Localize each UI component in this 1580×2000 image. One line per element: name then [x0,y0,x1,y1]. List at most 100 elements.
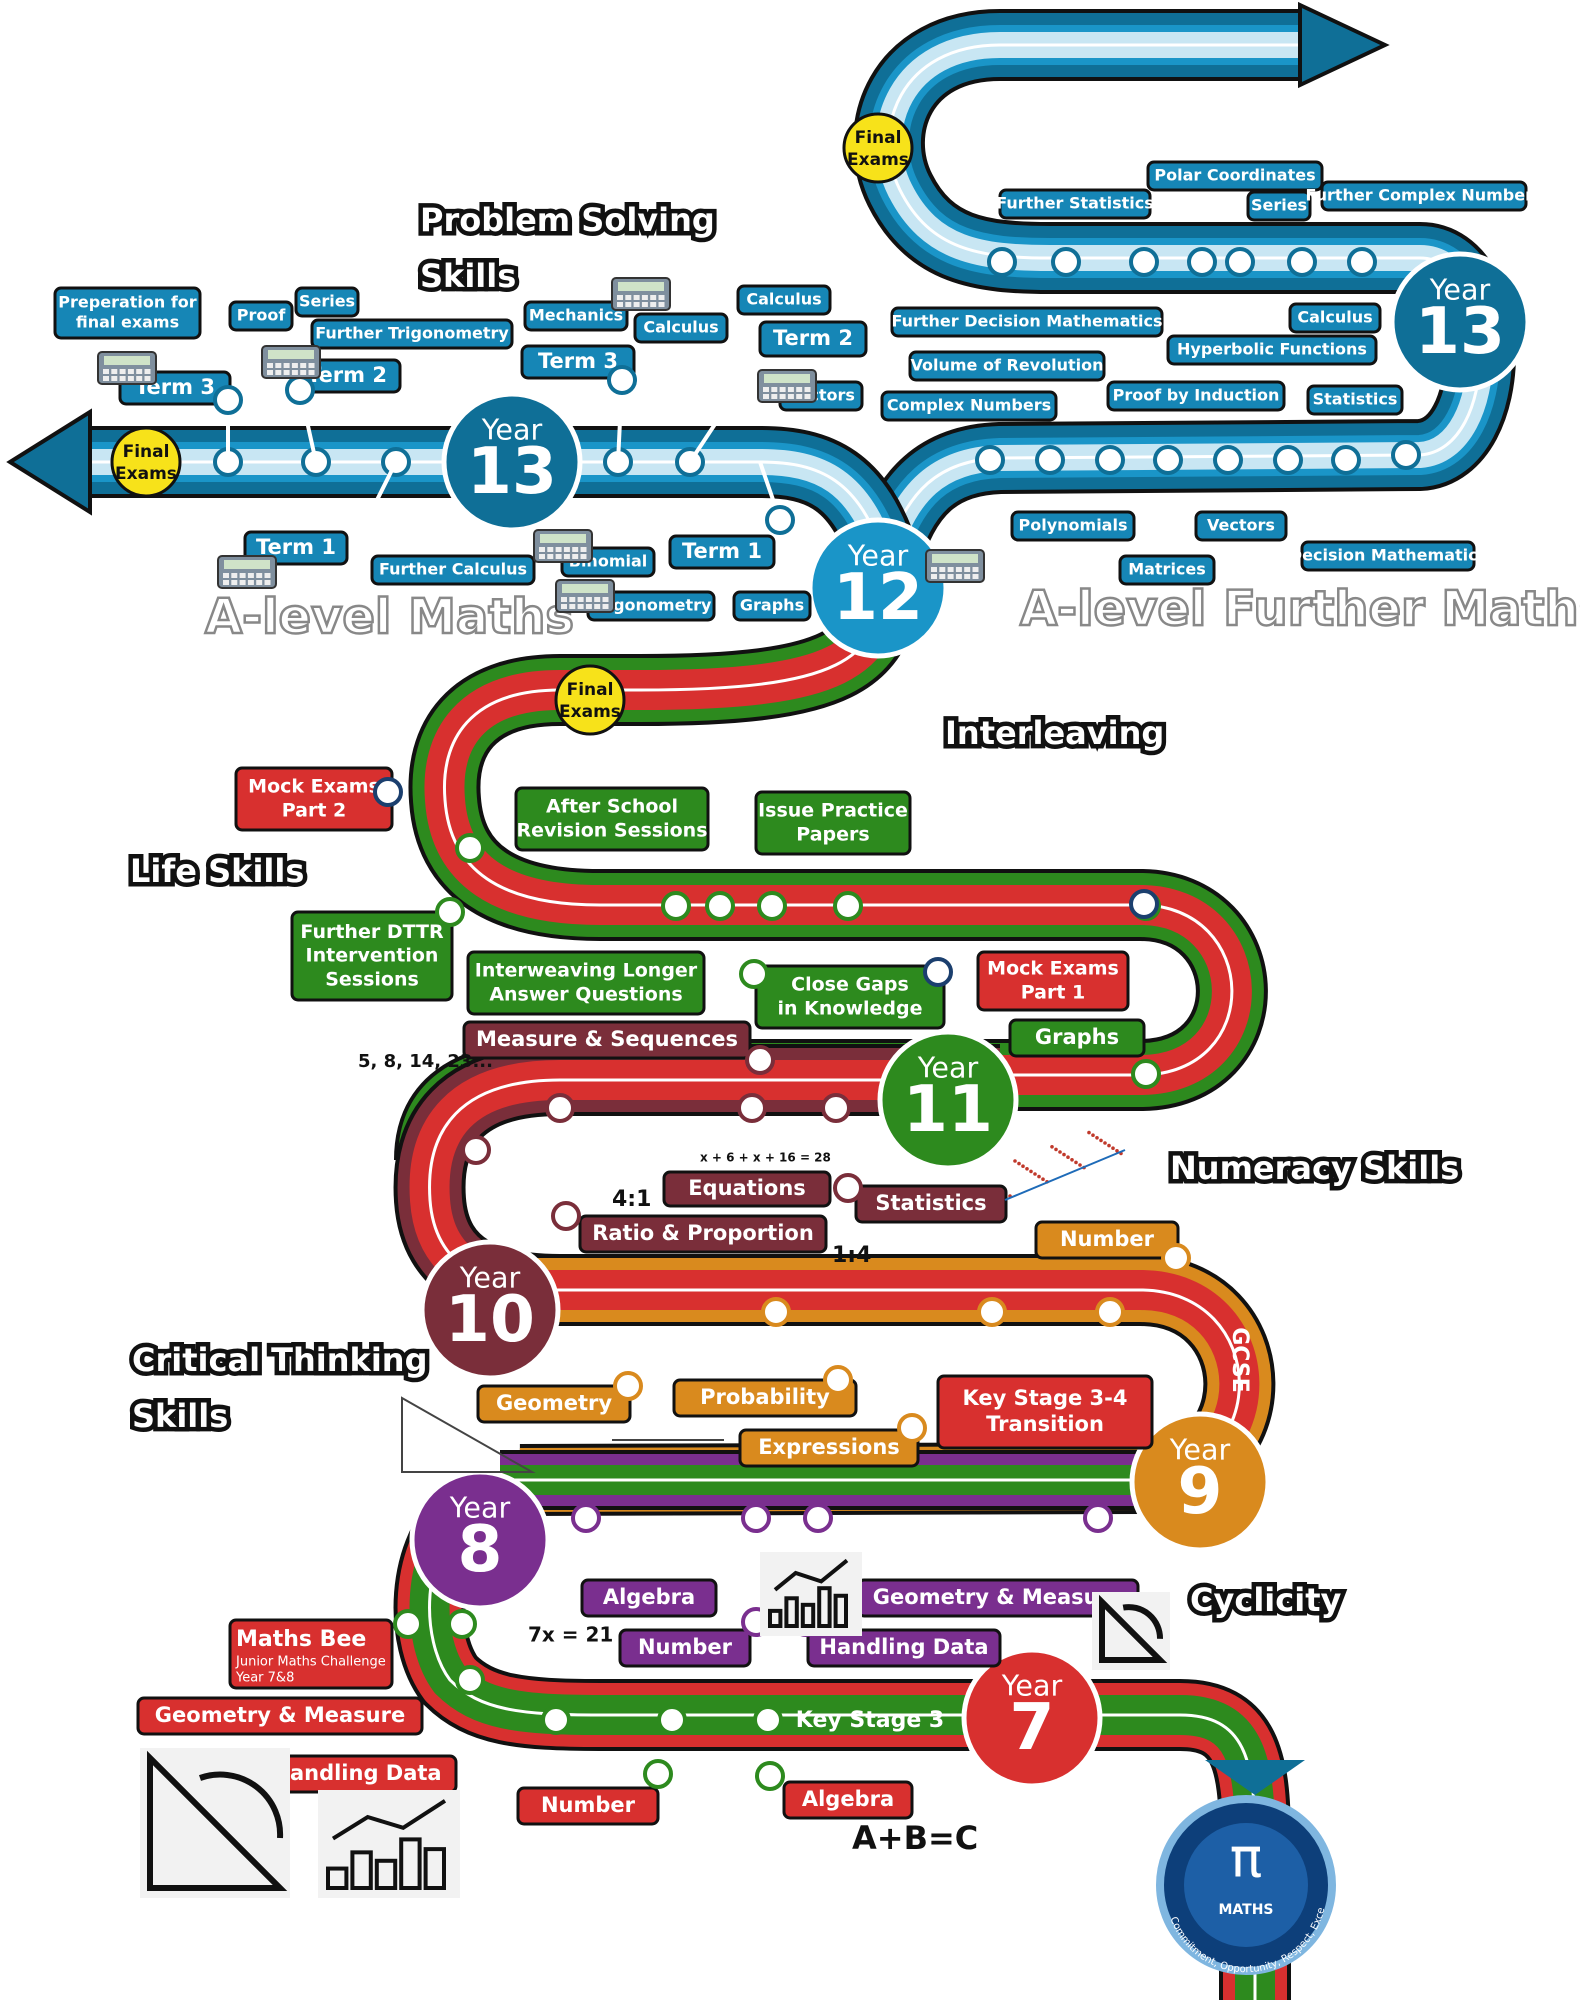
further-node-top [1187,247,1217,277]
statistics-g-box: Statistics [854,1184,1008,1224]
calculator-key [931,574,937,579]
year12-badge-circle [807,517,949,659]
scatter-point-icon [1037,1174,1041,1179]
after-school-box-box [514,786,710,852]
calculator-key [947,567,954,572]
calculator-key [625,302,632,307]
calculator-key [572,554,579,559]
prep-final-exams-box-box [53,286,202,340]
hyperbolic-box-box [1166,334,1378,366]
chart-bar-icon [833,1593,848,1629]
further-stats-box-box [998,188,1152,220]
year9-node [897,1413,927,1443]
scatter-point-icon [1013,1159,1017,1163]
expressions-box-label: Expressions [758,1435,900,1459]
calculator-key [964,574,971,579]
chart-bar-icon [399,1837,422,1891]
sequence-annotation: 5, 8, 14, 23... [358,1051,493,1072]
graphs-a-box-label: Graphs [740,596,804,615]
volume-box-box [908,350,1106,382]
year8-badge-word: Year [449,1490,511,1524]
mechanics-box-label: Mechanics [529,306,623,325]
dttr-box-label-2: Intervention [306,945,439,967]
calculator-icon [217,555,277,589]
calculator-key [641,295,648,300]
calculator-icon-screen [618,282,664,291]
year7-badge-word: Year [1001,1668,1063,1702]
mock2-box-label-1: Mock Exams [248,776,380,798]
calculator-key [264,580,271,585]
further-arrow-head [1298,1,1390,89]
term3-b-box-box [520,344,636,380]
calculator-key [239,573,246,578]
further-decision-box: Further Decision Mathematics [890,306,1164,338]
chart-bar-icon [784,1596,799,1629]
year9-node [1161,1243,1191,1273]
calculator-key [111,376,118,381]
further-trig-box: Further Trigonometry [310,318,514,350]
year12-badge-number: 12 [833,560,923,635]
ks34-box-label-2: Transition [986,1412,1104,1436]
geom8-box-label: Geometry & Measure [873,1585,1123,1609]
algebra8-box-box [580,1578,718,1618]
statistics-f-box: Statistics [1306,384,1404,416]
term1-b-box-label: Term 1 [682,539,762,563]
algebra7-box-box [782,1780,914,1820]
calculator-key [625,295,632,300]
bar-chart-icon [318,1790,460,1898]
scatter-point-icon [1078,1163,1082,1167]
further-complex-box-box [1320,180,1528,212]
statistics-g-box-label: Statistics [875,1191,986,1215]
further-decision-box-box [890,306,1164,338]
year9-node [823,1365,853,1395]
term2-b-box-label: Term 2 [773,326,853,350]
calculator-key [547,554,554,559]
calculator-key [763,394,769,399]
polar-box: Polar Coordinates [1146,160,1324,192]
calculator-key [569,604,576,609]
chart-bar-icon [800,1602,816,1629]
decision-box: Decision Mathematics [1289,540,1487,572]
chart-bar-icon [423,1847,447,1890]
scatter-point-icon [1107,1143,1111,1148]
proof-induction-box: Proof by Induction [1106,380,1286,412]
calculator-key [267,363,273,368]
year13-a-level-badge-number: 13 [467,434,557,509]
calculator-key [563,554,570,559]
year8-node [1083,1503,1113,1533]
theme-interleaving: Interleaving [945,714,1164,752]
calculator-key [555,554,562,559]
calculus-a-box: Calculus [633,312,729,344]
series-a-box-label: Series [299,292,355,311]
further-node-bottom [1095,445,1125,475]
calculator-key [103,369,109,374]
calculator-key [787,387,794,392]
year12-badge-word: Year [847,538,909,572]
logo-word: MATHS [1218,1902,1273,1918]
protractor-icon [1122,1604,1164,1639]
calculator-key [127,376,134,381]
year7-node [447,1609,477,1639]
scatter-point-icon [1070,1158,1074,1162]
equation-annotation: x + 6 + x + 16 = 28 [700,1151,831,1165]
calculator-icon [261,345,321,379]
series-a-box: Series [294,286,360,318]
calculator-key [972,574,979,579]
calculator-key [136,369,143,374]
scatter-plot-icon [1004,1130,1126,1201]
algebra8-box-label: Algebra [603,1585,695,1609]
gcse-node [661,891,691,921]
mechanics-box-box [523,300,629,332]
calculator-key [955,574,962,579]
term2-b-box: Term 2 [758,320,868,358]
calculator-key [119,369,126,374]
interweaving-box-label-1: Interweaving Longer [475,960,698,982]
year7-node [541,1705,571,1735]
proof-box-box [228,300,294,332]
scatter-point-icon [1058,1150,1062,1154]
